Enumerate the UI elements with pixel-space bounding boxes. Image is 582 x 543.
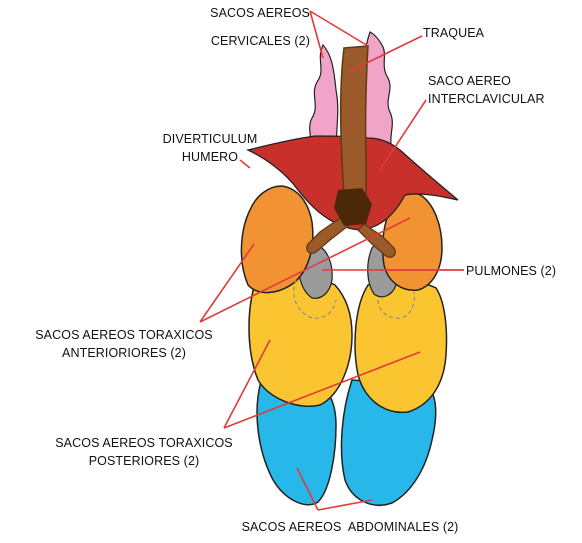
- label-humero: DIVERTICULUM HUMERO: [150, 130, 270, 166]
- label-anterior-thoracic: SACOS AEREOS TORAXICOS ANTERIORIORES (2): [4, 326, 244, 362]
- label-anterior-line2: ANTERIORIORES (2): [4, 344, 244, 362]
- leader-anterior-left: [200, 244, 254, 322]
- label-posterior-line1: SACOS AEREOS TORAXICOS: [24, 434, 264, 452]
- label-humero-line2: HUMERO: [150, 148, 270, 166]
- label-anterior-line1: SACOS AEREOS TORAXICOS: [4, 326, 244, 344]
- label-interclavicular-line1: SACO AEREO: [428, 72, 545, 90]
- label-interclavicular: SACO AEREO INTERCLAVICULAR: [428, 72, 545, 108]
- label-posterior-line2: POSTERIORES (2): [24, 452, 264, 470]
- label-lungs: PULMONES (2): [466, 262, 556, 280]
- label-abdominal-text: SACOS AEREOS ABDOMINALES (2): [190, 518, 510, 536]
- posterior-thoracic-sac-right: [355, 281, 446, 413]
- label-abdominal: SACOS AEREOS ABDOMINALES (2): [190, 518, 510, 536]
- label-cervical-line1: SACOS AEREOS: [150, 4, 310, 22]
- label-trachea: TRAQUEA: [423, 24, 484, 42]
- label-trachea-text: TRAQUEA: [423, 24, 484, 42]
- label-lungs-text: PULMONES (2): [466, 262, 556, 280]
- label-cervical: SACOS AEREOS CERVICALES (2): [150, 4, 310, 50]
- leader-abdominal-right: [318, 500, 372, 510]
- label-cervical-line2: CERVICALES (2): [150, 32, 310, 50]
- label-interclavicular-line2: INTERCLAVICULAR: [428, 90, 545, 108]
- label-humero-line1: DIVERTICULUM: [150, 130, 270, 148]
- label-posterior-thoracic: SACOS AEREOS TORAXICOS POSTERIORES (2): [24, 434, 264, 470]
